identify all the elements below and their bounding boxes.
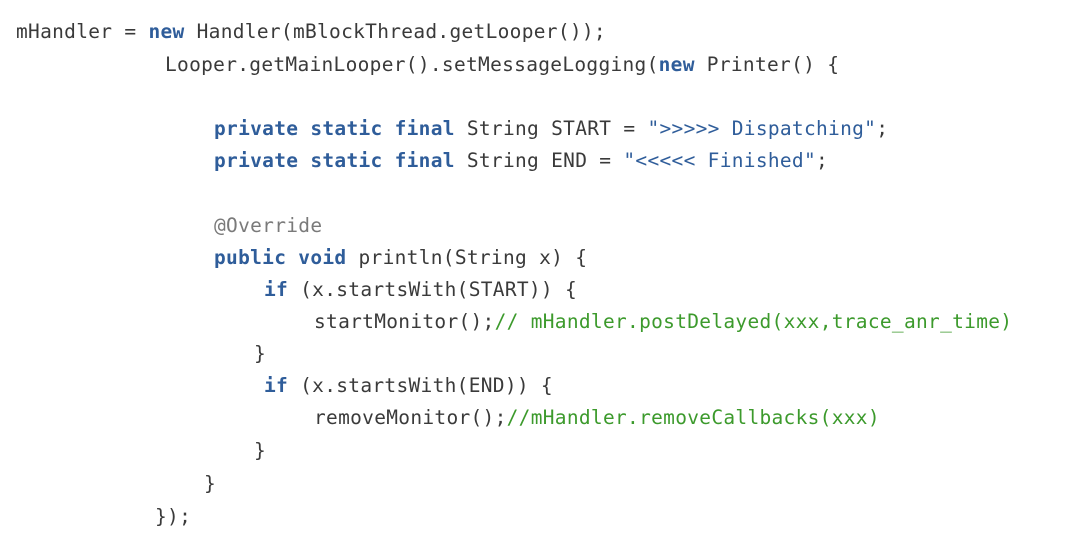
code-token-keyword: public void (214, 246, 347, 269)
code-token-text: ; (876, 117, 889, 140)
code-token-string: ">>>>> Dispatching" (647, 117, 877, 140)
code-line: Looper.getMainLooper().setMessageLogging… (165, 53, 839, 77)
code-line: } (254, 439, 266, 463)
code-token-text: startMonitor(); (314, 310, 495, 333)
code-token-text: } (254, 342, 267, 365)
code-token-text: Looper.getMainLooper().setMessageLogging… (165, 53, 659, 76)
code-line: }); (155, 505, 191, 529)
code-token-string: "<<<<< Finished" (623, 149, 817, 172)
code-token-text: removeMonitor(); (314, 406, 507, 429)
code-line: } (254, 342, 266, 366)
code-token-text: (x.startsWith(START)) { (288, 278, 578, 301)
code-token-keyword: if (264, 278, 289, 301)
code-token-text: String END = (454, 149, 624, 172)
code-token-keyword: if (264, 374, 289, 397)
code-token-text: println(String x) { (346, 246, 588, 269)
code-token-text: } (254, 439, 267, 462)
code-line: if (x.startsWith(END)) { (264, 374, 553, 398)
code-token-text: }); (155, 505, 192, 528)
code-line: if (x.startsWith(START)) { (264, 278, 577, 302)
code-line: } (204, 472, 216, 496)
code-line: @Override (214, 214, 322, 238)
code-line: private static final String END = "<<<<<… (214, 149, 828, 173)
code-token-keyword: new (148, 20, 185, 43)
code-token-text: mHandler = (16, 20, 149, 43)
code-token-text: Printer() { (694, 53, 840, 76)
code-token-text: } (204, 472, 217, 495)
code-token-text: Handler(mBlockThread.getLooper()); (184, 20, 606, 43)
code-line: mHandler = new Handler(mBlockThread.getL… (16, 20, 606, 44)
code-token-text: String START = (454, 117, 648, 140)
code-token-text: ; (816, 149, 829, 172)
code-token-annotation: @Override (214, 214, 323, 237)
code-token-comment: // mHandler.postDelayed(xxx,trace_anr_ti… (494, 310, 1013, 333)
code-line: removeMonitor();//mHandler.removeCallbac… (314, 406, 880, 430)
code-token-text: (x.startsWith(END)) { (288, 374, 553, 397)
code-line: private static final String START = ">>>… (214, 117, 888, 141)
code-token-comment: //mHandler.removeCallbacks(xxx) (506, 406, 880, 429)
code-token-keyword: private static final (214, 117, 455, 140)
code-token-keyword: new (658, 53, 695, 76)
code-line: startMonitor();// mHandler.postDelayed(x… (314, 310, 1012, 334)
code-line: public void println(String x) { (214, 246, 587, 270)
code-token-keyword: private static final (214, 149, 455, 172)
